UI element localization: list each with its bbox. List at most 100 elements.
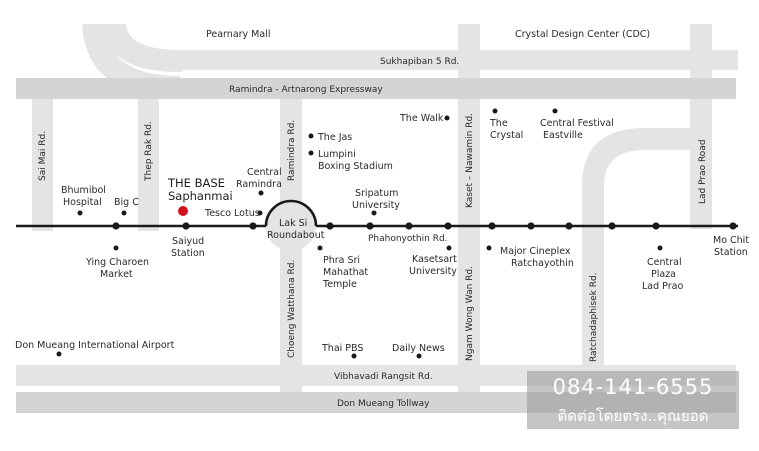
label-the-crystal-2: Crystal [490, 130, 523, 141]
label-lumpini-1: Lumpini [318, 149, 356, 160]
label-central-ramindra-1: Central [247, 167, 282, 178]
label-sripatum-2: University [352, 200, 400, 211]
label-tollway: Don Mueang Tollway [337, 399, 430, 409]
label-saiyud-2: Station [171, 248, 205, 259]
label-mo-chit-1: Mo Chit [713, 235, 749, 246]
station-dot [527, 222, 535, 230]
road-sai-mai [32, 98, 53, 231]
poi-dot [308, 150, 314, 156]
label-the-walk: The Walk [399, 113, 444, 124]
poi-dot [492, 108, 498, 114]
road-ramindra [280, 98, 302, 226]
poi-dot [308, 133, 314, 139]
road-labels: Sukhapiban 5 Rd. Ramindra - Artnarong Ex… [38, 57, 708, 409]
poi-dot [446, 245, 452, 251]
contact-box: 084-141-6555 ติดต่อโดยตรง..คุณยอด [527, 371, 739, 429]
poi-dot [317, 245, 323, 251]
label-choeng-watthana: Choeng Watthana Rd. [287, 260, 297, 358]
road-ratchadaphisek [582, 229, 604, 399]
label-thai-pbs: Thai PBS [321, 343, 363, 354]
station-dot [326, 222, 334, 230]
label-phra-sri-2: Mahathat [323, 267, 368, 278]
label-major-cineplex-2: Ratchayothin [511, 258, 574, 269]
contact-tagline: ติดต่อโดยตรง..คุณยอด [557, 407, 709, 425]
label-kasetsart-2: University [409, 266, 457, 277]
station-dot [182, 222, 190, 230]
road-choeng-watthana [280, 240, 302, 400]
label-big-c: Big C [114, 197, 139, 208]
road-ramindra-expressway [16, 78, 736, 99]
label-the-base-2: Saphanmai [168, 189, 233, 203]
the-base-marker[interactable] [178, 206, 188, 216]
label-lumpini-2: Boxing Stadium [318, 161, 393, 172]
label-central-plaza-2: Plaza [651, 269, 676, 280]
label-mo-chit-2: Station [714, 247, 748, 258]
label-central-ramindra-2: Ramindra [236, 179, 282, 190]
label-sai-mai: Sai Mai Rd. [38, 131, 48, 181]
label-kaset-nawamin: Kaset – Nawamin Rd. [465, 113, 475, 208]
label-bhumibol-2: Hospital [63, 197, 102, 208]
label-thep-rak: Thep Rak Rd. [144, 121, 154, 182]
label-lak-si-1: Lak Si [279, 218, 307, 229]
label-the-jas: The Jas [317, 132, 352, 143]
label-the-crystal-1: The [489, 118, 508, 129]
poi-dot [258, 190, 264, 196]
label-kasetsart-1: Kasetsart [412, 254, 457, 265]
label-the-base-1: THE BASE [167, 176, 225, 190]
label-saiyud-1: Saiyud [172, 236, 204, 247]
poi-dot [351, 353, 357, 359]
road-curve-east [582, 128, 690, 229]
station-dot [729, 222, 737, 230]
label-daily-news: Daily News [392, 343, 445, 354]
station-dot [608, 222, 616, 230]
label-central-festival-2: Eastville [543, 130, 583, 141]
station-dot [652, 222, 660, 230]
label-pearnary-mall: Pearnary Mall [206, 29, 270, 40]
poi-dot [416, 353, 422, 359]
poi-dot [56, 351, 62, 357]
label-ratchadaphisek: Ratchadaphisek Rd. [589, 272, 599, 362]
label-phra-sri-3: Temple [322, 279, 357, 290]
poi-dot [257, 210, 263, 216]
label-central-plaza-3: Lad Prao [642, 281, 683, 292]
label-central-plaza-1: Central [647, 257, 682, 268]
place-labels: Pearnary Mall Crystal Design Center (CDC… [15, 29, 749, 354]
label-ramindra-expressway: Ramindra - Artnarong Expressway [229, 85, 383, 95]
label-don-mueang-airport: Don Mueang International Airport [15, 340, 175, 351]
road-curve-northwest [82, 24, 182, 72]
label-sripatum-1: Sripatum [355, 188, 398, 199]
label-lad-prao: Lad Prao Road [698, 139, 708, 204]
label-phahonyothin: Phahonyothin Rd. [368, 234, 448, 244]
label-ramindra: Ramindra Rd. [287, 120, 297, 181]
lak-si-roundabout [266, 201, 316, 251]
station-dot [249, 222, 257, 230]
station-dot [405, 222, 413, 230]
road-kaset-nawamin [458, 24, 480, 229]
label-ngam-wong-wan: Ngam Wong Wan Rd. [465, 266, 475, 361]
label-lak-si-2: Roundabout [267, 230, 325, 241]
poi-dot [113, 245, 119, 251]
label-bhumibol-1: Bhumibol [61, 185, 106, 196]
poi-dot [121, 210, 127, 216]
label-vibhavadi: Vibhavadi Rangsit Rd. [334, 372, 433, 382]
road-thep-rak [138, 98, 159, 231]
label-central-festival-1: Central Festival [540, 118, 614, 129]
station-dots [112, 222, 737, 230]
poi-dot [77, 210, 83, 216]
road-ngam-wong-wan [458, 229, 480, 399]
label-tesco: Tesco Lotus [204, 208, 260, 219]
poi-dots [56, 108, 663, 359]
label-major-cineplex-1: Major Cineplex [500, 246, 571, 257]
station-dot [444, 222, 452, 230]
poi-dot [371, 210, 377, 216]
poi-dot [552, 108, 558, 114]
label-phra-sri-1: Phra Sri [323, 255, 360, 266]
poi-dot [444, 115, 450, 121]
station-dot [366, 222, 374, 230]
poi-dot [486, 245, 492, 251]
road-lad-prao [690, 24, 712, 229]
label-sukhapiban: Sukhapiban 5 Rd. [380, 57, 459, 67]
poi-dot [657, 245, 663, 251]
road-sukhapiban [182, 50, 738, 70]
contact-phone[interactable]: 084-141-6555 [552, 375, 714, 399]
